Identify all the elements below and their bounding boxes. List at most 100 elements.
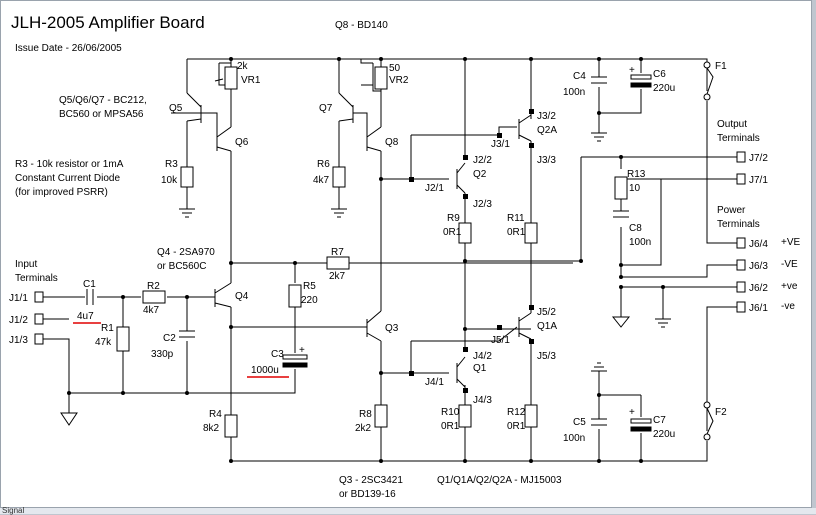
- label-c8-value: 100n: [629, 237, 651, 248]
- terminal-j1-2: J1/2: [9, 315, 28, 326]
- label-r11-value: 0R1: [507, 227, 526, 238]
- c6-capacitor: +: [629, 65, 652, 88]
- label-c4: C4: [573, 71, 586, 82]
- r1-resistor: [116, 326, 130, 352]
- output-terminals-line1: Output: [717, 119, 747, 130]
- r4-resistor: [224, 414, 238, 438]
- note-output-transistors: Q1/Q1A/Q2/Q2A - MJ15003: [437, 475, 562, 486]
- q4-transistor: [214, 282, 232, 308]
- svg-text:+: +: [629, 65, 635, 76]
- r8-resistor: [374, 404, 388, 428]
- terminal-j7-1: J7/1: [749, 175, 768, 186]
- label-r7: R7: [331, 247, 344, 258]
- r13-resistor: [614, 176, 628, 200]
- note-r3-line2: Constant Current Diode: [15, 173, 120, 184]
- label-q5: Q5: [169, 103, 183, 114]
- junction-dots: [67, 57, 665, 463]
- q1-transistor: [456, 356, 466, 388]
- label-f2: F2: [715, 407, 727, 418]
- ground-symbols: [60, 132, 671, 426]
- label-r4: R4: [209, 409, 222, 420]
- c2-capacitor: [179, 330, 195, 338]
- r9-resistor: [458, 222, 472, 244]
- r11-resistor: [524, 222, 538, 244]
- note-q5q6q7-line1: Q5/Q6/Q7 - BC212,: [59, 95, 147, 106]
- q5-transistor: [171, 92, 202, 123]
- c1-capacitor: [86, 289, 94, 305]
- label-c7-value: 220u: [653, 429, 675, 440]
- label-r7-value: 2k7: [329, 271, 346, 282]
- label-r2: R2: [147, 281, 160, 292]
- c8-capacitor: [613, 210, 629, 218]
- terminal-j1-3: J1/3: [9, 335, 28, 346]
- vr1-resistor: [224, 66, 238, 90]
- label-r1: R1: [101, 323, 114, 334]
- label-c5: C5: [573, 417, 586, 428]
- label-f1: F1: [715, 61, 727, 72]
- q8-transistor: [366, 126, 382, 152]
- label-r6: R6: [317, 159, 330, 170]
- label-r12: R12: [507, 407, 526, 418]
- label-j2-3: J2/3: [473, 199, 492, 210]
- label-q6: Q6: [235, 137, 249, 148]
- components: + + +: [34, 57, 746, 463]
- q6-transistor: [216, 126, 232, 152]
- terminal-j6-4: J6/4: [749, 239, 768, 250]
- label-c2: C2: [163, 333, 176, 344]
- q2-transistor: [456, 162, 466, 194]
- note-q8: Q8 - BD140: [335, 20, 388, 31]
- label-r8: R8: [359, 409, 372, 420]
- label-j2-1: J2/1: [425, 183, 444, 194]
- label-q2: Q2: [473, 169, 487, 180]
- q7-transistor: [338, 92, 354, 123]
- terminal-j6-3: J6/3: [749, 261, 768, 272]
- label-r5-value: 220: [301, 295, 318, 306]
- terminal-j6-3-label: -VE: [781, 259, 798, 270]
- q3-transistor: [366, 310, 382, 342]
- status-text: Signal: [2, 506, 25, 515]
- label-r1-value: 47k: [95, 337, 112, 348]
- label-c3-value: 1000u: [251, 365, 279, 376]
- c4-capacitor: [591, 76, 607, 84]
- input-terminals-line1: Input: [15, 259, 37, 270]
- terminal-j6-1-label: -ve: [781, 301, 795, 312]
- label-c2-value: 330p: [151, 349, 174, 360]
- c3-capacitor: +: [282, 345, 308, 368]
- svg-text:+: +: [629, 407, 635, 418]
- label-c6: C6: [653, 69, 666, 80]
- label-c1: C1: [83, 279, 96, 290]
- label-vr1: VR1: [241, 75, 261, 86]
- vr2-resistor: [374, 66, 388, 90]
- label-q3: Q3: [385, 323, 399, 334]
- input-terminals-line2: Terminals: [15, 273, 58, 284]
- note-q4-line1: Q4 - 2SA970: [157, 247, 215, 258]
- wires: [41, 58, 737, 462]
- label-r3: R3: [165, 159, 178, 170]
- terminal-j6-2-label: +ve: [781, 281, 798, 292]
- label-r13: R13: [627, 169, 646, 180]
- label-q4: Q4: [235, 291, 249, 302]
- note-q3-line2: or BD139-16: [339, 489, 396, 500]
- label-r2-value: 4k7: [143, 305, 160, 316]
- status-bar: Signal: [0, 506, 816, 515]
- label-r12-value: 0R1: [507, 421, 526, 432]
- label-r4-value: 8k2: [203, 423, 220, 434]
- terminal-j6-2: J6/2: [749, 283, 768, 294]
- note-r3-line3: (for improved PSRR): [15, 187, 108, 198]
- terminal-j6-1: J6/1: [749, 303, 768, 314]
- issue-date: Issue Date - 26/06/2005: [15, 43, 122, 54]
- label-r11: R11: [507, 213, 525, 224]
- f1-fuse: [703, 61, 714, 101]
- label-vr2-value: 50: [389, 63, 401, 74]
- label-r10: R10: [441, 407, 460, 418]
- r7-resistor: [326, 256, 350, 270]
- label-c3: C3: [271, 349, 284, 360]
- label-j2-2: J2/2: [473, 155, 492, 166]
- labels: JLH-2005 Amplifier Board Issue Date - 26…: [9, 13, 801, 500]
- label-j5-2: J5/2: [537, 307, 556, 318]
- label-q8: Q8: [385, 137, 399, 148]
- r3-resistor: [180, 166, 194, 188]
- terminal-j7-2: J7/2: [749, 153, 768, 164]
